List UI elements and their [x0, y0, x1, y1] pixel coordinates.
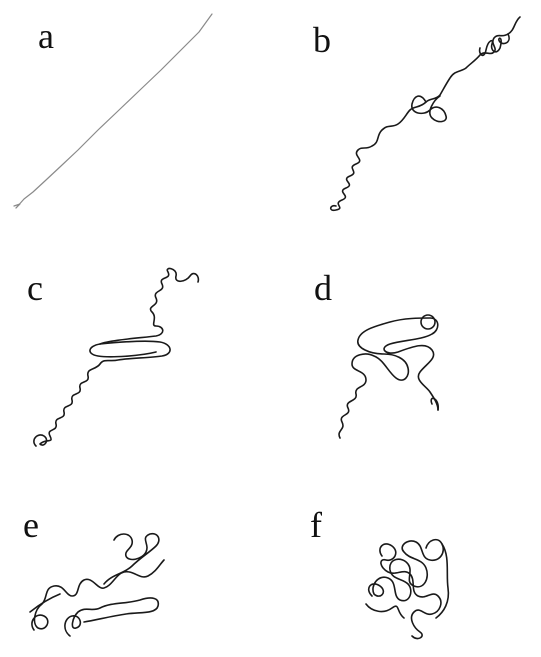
- panel-label-a: a: [38, 16, 54, 56]
- panel-e-chain: [30, 534, 164, 636]
- panel-label-e: e: [23, 505, 39, 545]
- panel-label-f: f: [310, 505, 322, 545]
- panel-b-chain: [331, 17, 520, 210]
- panel-label-d: d: [314, 268, 332, 308]
- panel-label-c: c: [27, 268, 43, 308]
- panel-f-chain: [366, 540, 448, 639]
- panel-label-b: b: [313, 20, 331, 60]
- panel-d-chain: [339, 315, 438, 438]
- panel-c-chain: [34, 269, 199, 446]
